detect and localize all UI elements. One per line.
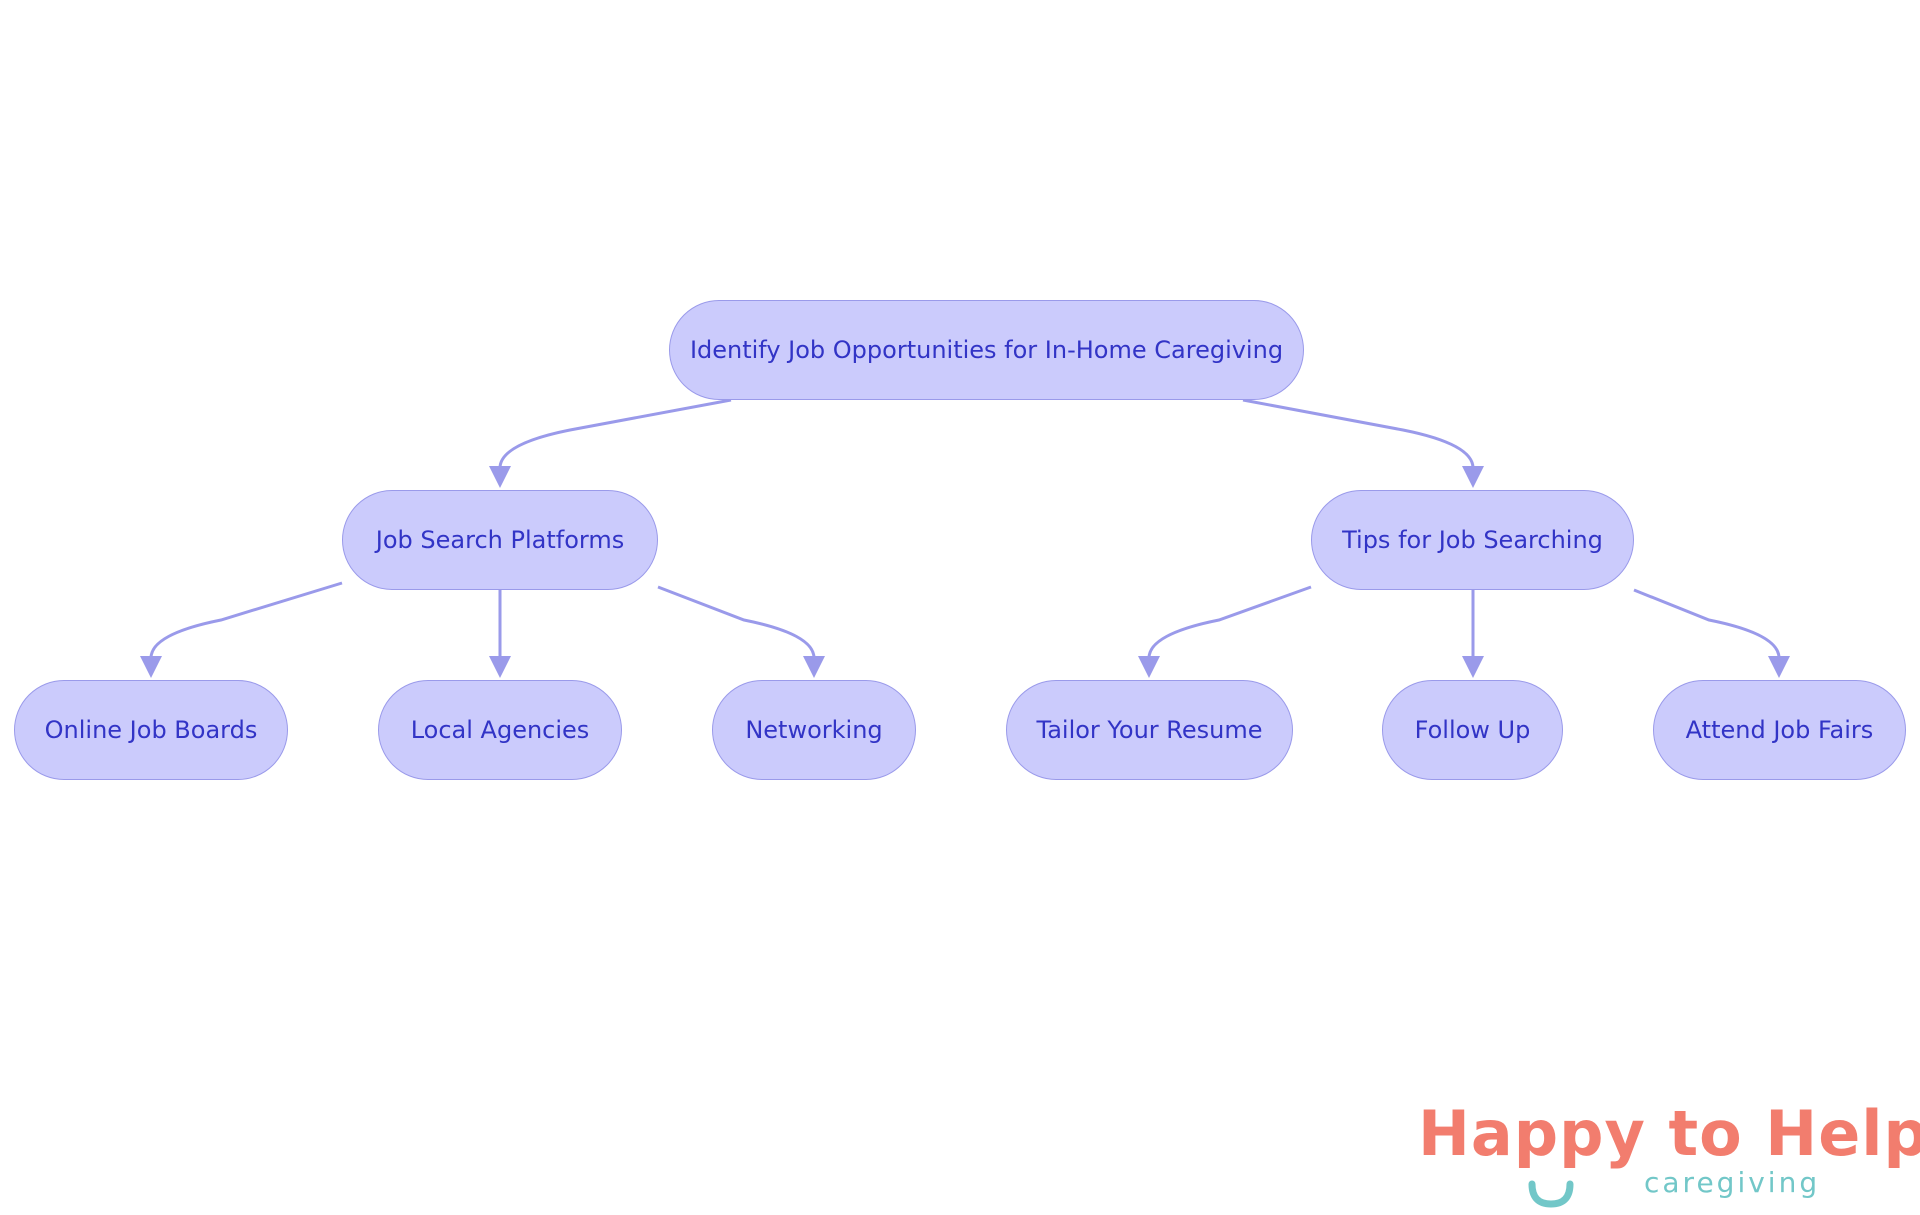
leaf-node-local-agencies: Local Agencies (378, 680, 622, 780)
edge-to-local-agencies (489, 590, 511, 678)
root-node-label: Identify Job Opportunities for In-Home C… (689, 336, 1284, 364)
leaf-node-networking: Networking (712, 680, 916, 780)
edge-to-tailor-your-resume (1138, 585, 1312, 678)
arrowhead-icon (140, 656, 162, 678)
arrowhead-icon (489, 656, 511, 678)
arrowhead-icon (489, 466, 511, 488)
arrowhead-icon (1768, 656, 1790, 678)
edge-root-to-tips-for-job-searching (1242, 398, 1484, 488)
leaf-node-follow-up: Follow Up (1382, 680, 1563, 780)
leaf-node-label: Follow Up (1414, 716, 1531, 744)
leaf-node-label: Tailor Your Resume (1036, 716, 1263, 744)
leaf-node-tailor-your-resume: Tailor Your Resume (1006, 680, 1293, 780)
edge-to-attend-job-fairs (1633, 588, 1790, 678)
edge-root-to-job-search-platforms (489, 398, 732, 488)
branch-node-job-search-platforms: Job Search Platforms (342, 490, 658, 590)
leaf-node-online-job-boards: Online Job Boards (14, 680, 288, 780)
arrowhead-icon (1462, 466, 1484, 488)
logo-subtitle: caregiving (1644, 1166, 1821, 1199)
branch-node-tips-for-job-searching: Tips for Job Searching (1311, 490, 1634, 590)
edge-to-follow-up (1462, 590, 1484, 678)
leaf-node-attend-job-fairs: Attend Job Fairs (1653, 680, 1906, 780)
leaf-node-label: Online Job Boards (44, 716, 258, 744)
root-node: Identify Job Opportunities for In-Home C… (669, 300, 1304, 400)
arrowhead-icon (1462, 656, 1484, 678)
leaf-node-label: Networking (745, 716, 883, 744)
smile-icon (1528, 1180, 1574, 1208)
branch-node-label: Tips for Job Searching (1342, 526, 1603, 554)
happy-to-help-logo: Happy to Help caregiving (1418, 1102, 1920, 1208)
edge-to-networking (657, 585, 825, 678)
logo-title: Happy to Help (1418, 1097, 1920, 1170)
leaf-node-label: Local Agencies (410, 716, 590, 744)
arrowhead-icon (803, 656, 825, 678)
leaf-node-label: Attend Job Fairs (1685, 716, 1874, 744)
branch-node-label: Job Search Platforms (375, 526, 625, 554)
edge-to-online-job-boards (140, 581, 343, 678)
arrowhead-icon (1138, 656, 1160, 678)
